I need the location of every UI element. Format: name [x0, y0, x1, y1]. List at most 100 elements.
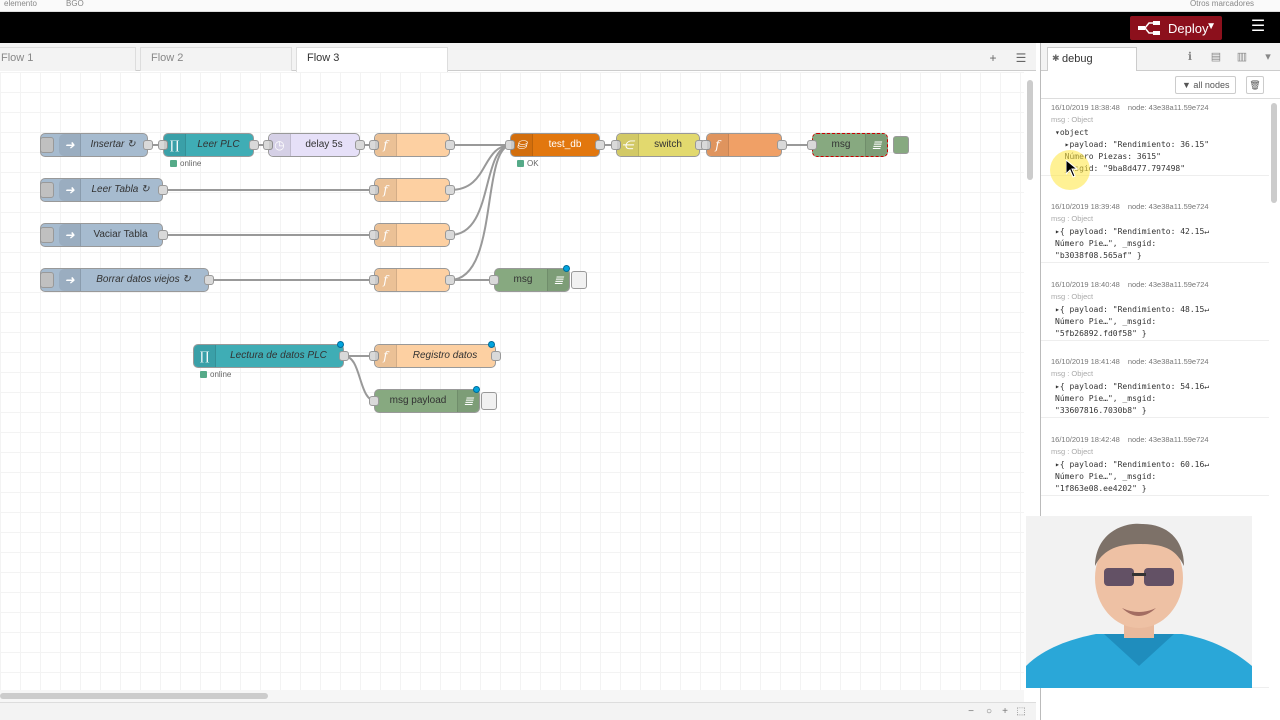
output-port[interactable]: [339, 351, 349, 361]
input-port[interactable]: [263, 140, 273, 150]
inject-trigger-button[interactable]: [40, 182, 54, 198]
message-body-line[interactable]: Número Pie…", _msgid:: [1055, 394, 1157, 403]
input-port[interactable]: [369, 396, 379, 406]
output-port[interactable]: [777, 140, 787, 150]
deploy-button[interactable]: Deploy ▼: [1130, 16, 1222, 40]
output-port[interactable]: [143, 140, 153, 150]
input-port[interactable]: [369, 140, 379, 150]
add-flow-icon[interactable]: +: [989, 51, 997, 65]
message-body-line[interactable]: Número Pie…", _msgid:: [1055, 472, 1157, 481]
inject-trigger-button[interactable]: [40, 227, 54, 243]
message-body-line[interactable]: ▾object: [1055, 128, 1089, 137]
db-node-test-db[interactable]: ⛁ test_db: [505, 133, 605, 157]
output-port[interactable]: [249, 140, 259, 150]
bookmark-mid[interactable]: BGO: [66, 0, 84, 8]
tab-debug[interactable]: ✱ debug: [1047, 47, 1137, 71]
sidebar-scrollbar[interactable]: [1271, 103, 1277, 203]
message-body-line[interactable]: ▸{ payload: "Rendimiento: 54.16↵: [1055, 382, 1210, 391]
input-port[interactable]: [701, 140, 711, 150]
message-body-line[interactable]: ▸payload: "Rendimiento: 36.15": [1055, 140, 1210, 149]
inject-node-insertar[interactable]: ➜ Insertar ↻: [40, 133, 153, 157]
workspace-vertical-scrollbar[interactable]: [1027, 80, 1033, 180]
function-node-registro[interactable]: f Registro datos: [369, 344, 501, 368]
hamburger-menu-icon[interactable]: ☰: [1250, 18, 1266, 35]
message-body-line[interactable]: Número Pie…", _msgid:: [1055, 317, 1157, 326]
debug-node-msg-2[interactable]: msg ≣: [489, 268, 587, 292]
filter-button[interactable]: ▼ all nodes: [1175, 76, 1237, 94]
info-icon[interactable]: ℹ: [1187, 51, 1193, 63]
debug-toggle-button[interactable]: [571, 271, 587, 289]
message-node-link[interactable]: node: 43e38a11.59e724: [1127, 280, 1209, 289]
output-port[interactable]: [595, 140, 605, 150]
output-port[interactable]: [445, 230, 455, 240]
debug-toggle-button[interactable]: [893, 136, 909, 154]
message-body-line[interactable]: ▸{ payload: "Rendimiento: 60.16↵: [1055, 460, 1210, 469]
message-body-line[interactable]: Número Pie…", _msgid:: [1055, 239, 1157, 248]
dashboard-icon[interactable]: ▥: [1236, 51, 1248, 63]
input-port[interactable]: [369, 230, 379, 240]
input-port[interactable]: [369, 351, 379, 361]
output-port[interactable]: [445, 185, 455, 195]
output-port[interactable]: [158, 230, 168, 240]
message-node-link[interactable]: node: 43e38a11.59e724: [1127, 357, 1209, 366]
clear-log-icon[interactable]: 🗑: [1246, 76, 1264, 94]
debug-node-msg-payload[interactable]: msg payload ≣: [369, 389, 497, 413]
plc-node-leer-plc[interactable]: ∏ Leer PLC: [158, 133, 259, 157]
input-port[interactable]: [158, 140, 168, 150]
input-port[interactable]: [505, 140, 515, 150]
workspace-horizontal-scrollbar[interactable]: [0, 690, 1024, 702]
plc-node-lectura[interactable]: ∏ Lectura de datos PLC: [193, 344, 349, 368]
function-node-2[interactable]: f: [369, 178, 455, 202]
inject-trigger-button[interactable]: [40, 272, 54, 288]
message-body-line[interactable]: "1f863e08.ee4202" }: [1055, 484, 1147, 493]
debug-toggle-button[interactable]: [481, 392, 497, 410]
output-port[interactable]: [204, 275, 214, 285]
input-port[interactable]: [489, 275, 499, 285]
inject-trigger-button[interactable]: [40, 137, 54, 153]
output-port[interactable]: [355, 140, 365, 150]
message-body-line[interactable]: "33607816.7030b8" }: [1055, 406, 1147, 415]
message-body-line[interactable]: ▸{ payload: "Rendimiento: 48.15↵: [1055, 305, 1210, 314]
input-port[interactable]: [611, 140, 621, 150]
scroll-thumb[interactable]: [0, 693, 268, 699]
message-body-line[interactable]: ▸{ payload: "Rendimiento: 42.15↵: [1055, 227, 1210, 236]
lock-icon[interactable]: ▤: [1210, 51, 1222, 63]
message-body-line[interactable]: "b3038f08.565af" }: [1055, 251, 1142, 260]
tab-flow-2[interactable]: Flow 2: [140, 47, 292, 71]
inject-node-vaciar-tabla[interactable]: ➜ Vaciar Tabla: [40, 223, 168, 247]
function-node-4[interactable]: f: [369, 268, 455, 292]
message-node-link[interactable]: node: 43e38a11.59e724: [1127, 103, 1209, 112]
zoom-in-icon[interactable]: +: [1002, 706, 1008, 717]
sidebar-caret-icon[interactable]: ▾: [1265, 51, 1271, 63]
bookmark-right[interactable]: Otros marcadores: [1190, 0, 1255, 8]
function-node-switch-out[interactable]: f: [701, 133, 787, 157]
zoom-out-icon[interactable]: −: [968, 706, 974, 717]
tab-flow-1[interactable]: Flow 1: [0, 47, 136, 71]
output-port[interactable]: [445, 275, 455, 285]
deploy-caret-icon[interactable]: ▼: [1206, 21, 1216, 32]
list-flows-icon[interactable]: ☰: [1015, 51, 1027, 65]
function-node-3[interactable]: f: [369, 223, 455, 247]
output-port[interactable]: [158, 185, 168, 195]
output-port[interactable]: [445, 140, 455, 150]
message-body-line[interactable]: "5fb26892.fd0f58" }: [1055, 329, 1147, 338]
input-port[interactable]: [369, 275, 379, 285]
message-node-link[interactable]: node: 43e38a11.59e724: [1127, 435, 1209, 444]
input-port[interactable]: [369, 185, 379, 195]
bookmark-left[interactable]: elemento: [4, 0, 37, 8]
switch-node[interactable]: ⋲ switch: [611, 133, 705, 157]
inject-node-leer-tabla[interactable]: ➜ Leer Tabla ↻: [40, 178, 168, 202]
tab-flow-3[interactable]: Flow 3: [296, 47, 448, 72]
output-port[interactable]: [491, 351, 501, 361]
message-node-link[interactable]: node: 43e38a11.59e724: [1127, 202, 1209, 211]
input-port[interactable]: [807, 140, 817, 150]
navigator-icon[interactable]: ⬚: [1016, 706, 1026, 717]
debug-node-msg[interactable]: msg ≣: [807, 133, 909, 157]
delay-node[interactable]: ◷ delay 5s: [263, 133, 365, 157]
zoom-reset-icon[interactable]: ○: [985, 706, 993, 717]
inject-node-borrar-datos[interactable]: ➜ Borrar datos viejos ↻: [40, 268, 214, 292]
